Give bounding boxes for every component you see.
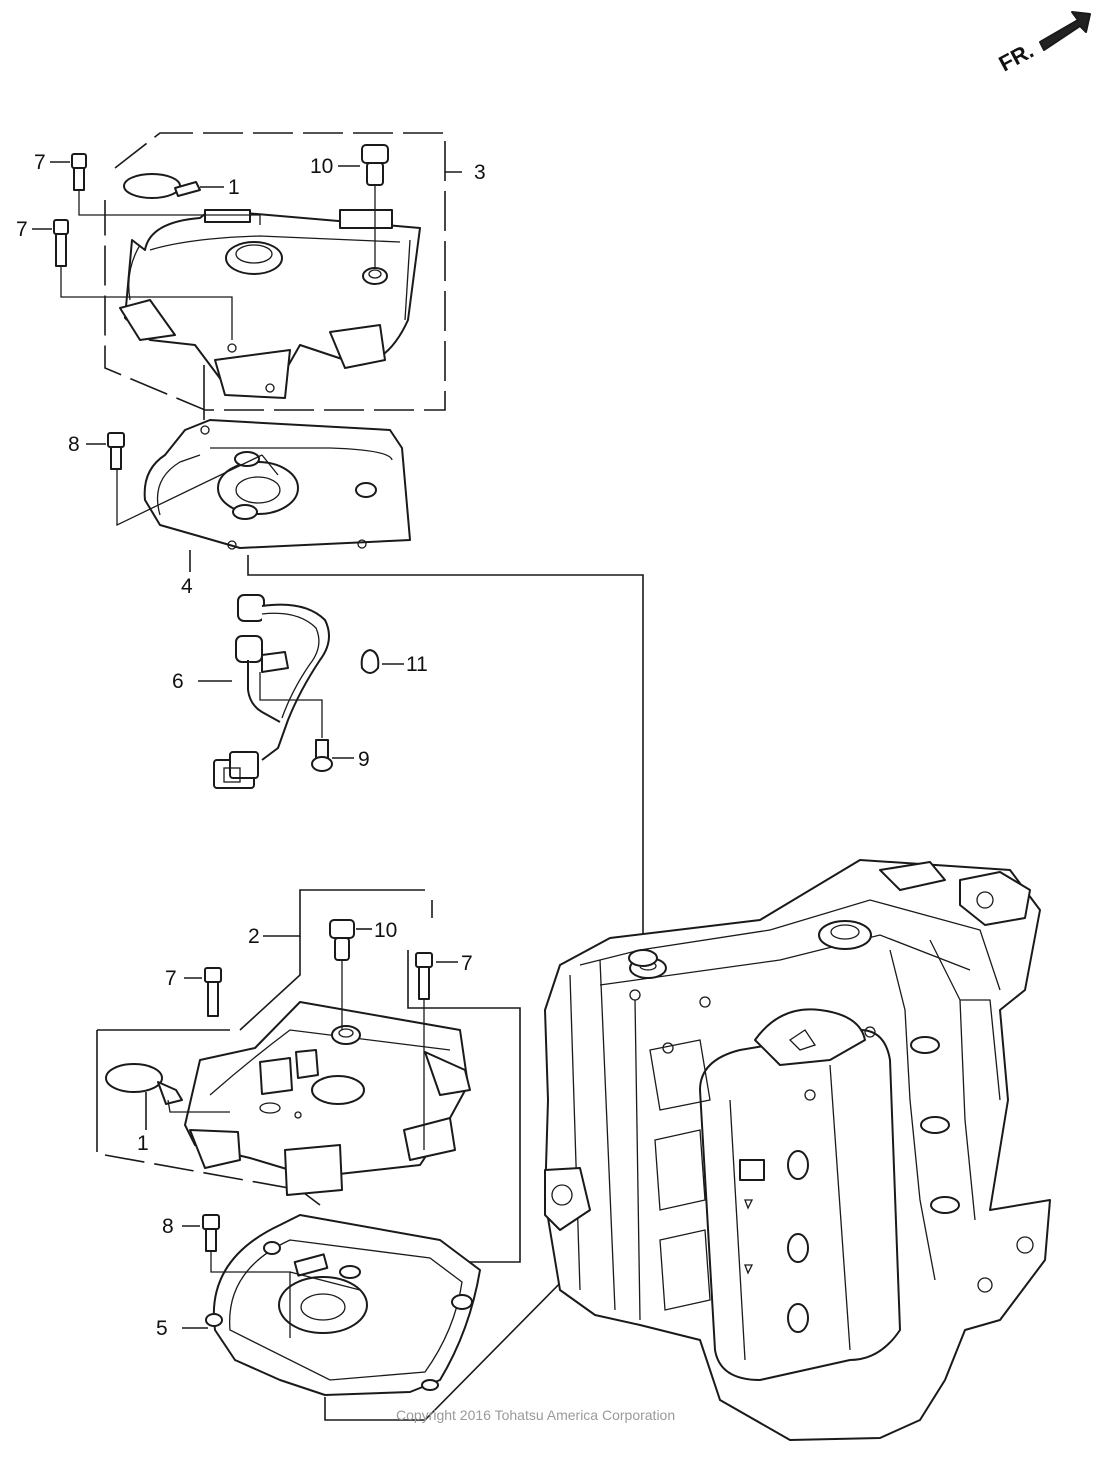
bolt-10-upper: 10 xyxy=(310,144,389,268)
callout-2: 2 xyxy=(248,925,260,948)
cap-part-1-upper: 1 xyxy=(123,173,240,199)
callout-1-lower: 1 xyxy=(137,1132,149,1155)
callout-1-upper: 1 xyxy=(228,176,240,199)
clip-11: 11 xyxy=(360,649,428,676)
callout-6: 6 xyxy=(172,670,184,693)
front-label: FR. xyxy=(995,38,1038,77)
callout-7-lower-b: 7 xyxy=(461,952,473,975)
callout-8-upper: 8 xyxy=(68,433,80,456)
bolt-7-upper-b: 7 xyxy=(16,218,233,340)
callout-10-upper: 10 xyxy=(310,155,333,178)
cap-part-1-lower: 1 xyxy=(105,1063,230,1155)
bolt-7-lower-b: 7 xyxy=(415,952,473,1150)
bolt-9: 9 xyxy=(311,739,370,772)
callout-7-upper-b: 7 xyxy=(16,218,28,241)
upper-cover-group-bracket xyxy=(104,132,462,411)
bolt-7-upper-a: 7 xyxy=(34,151,261,225)
callout-9: 9 xyxy=(358,748,370,771)
callout-8-lower: 8 xyxy=(162,1215,174,1238)
copyright-notice: Copyright 2016 Tohatsu America Corporati… xyxy=(396,1407,675,1423)
lower-cover-group-bracket: 2 xyxy=(96,889,521,1263)
bolt-10-lower: 10 xyxy=(329,919,397,1030)
callout-7-upper-a: 7 xyxy=(34,151,46,174)
callout-3: 3 xyxy=(474,161,486,184)
lower-timing-cover xyxy=(184,1001,471,1196)
leader-plate-to-engine xyxy=(247,555,644,950)
sensor-harness-6: 6 xyxy=(172,594,330,789)
callout-4: 4 xyxy=(181,575,193,598)
bolt-7-lower-a: 7 xyxy=(165,967,222,1017)
bolt-8-upper: 8 xyxy=(68,432,279,527)
engine-block xyxy=(544,859,1051,1441)
callout-10-lower: 10 xyxy=(374,919,397,942)
callout-7-lower-a: 7 xyxy=(165,967,177,990)
front-direction-marker: FR. xyxy=(995,11,1091,77)
lower-cover-plate-5 xyxy=(205,1214,481,1396)
front-arrow-icon xyxy=(1039,11,1091,51)
callout-11: 11 xyxy=(406,653,428,676)
callout-5: 5 xyxy=(156,1317,168,1340)
bolt-8-lower: 8 xyxy=(162,1214,361,1338)
